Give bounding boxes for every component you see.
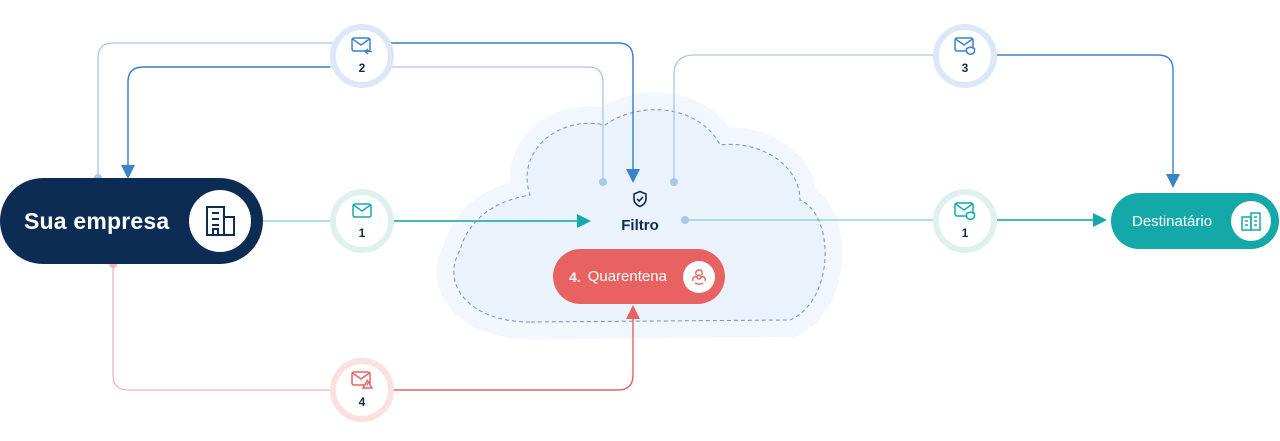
mail-shield-icon bbox=[954, 37, 976, 60]
mail-icon bbox=[351, 202, 373, 225]
flow-dot bbox=[670, 178, 678, 186]
flow-line-3-end bbox=[997, 54, 1180, 188]
flow-line-4-end bbox=[392, 305, 640, 391]
company-node: Sua empresa bbox=[0, 178, 263, 264]
filter-cloud bbox=[436, 92, 842, 340]
biohazard-icon bbox=[683, 260, 715, 293]
mail-warning-icon bbox=[351, 371, 374, 394]
step-badge-4: 4 bbox=[330, 358, 394, 422]
flow-dot bbox=[681, 216, 689, 224]
mail-shield-icon bbox=[954, 202, 976, 225]
company-label: Sua empresa bbox=[24, 207, 170, 234]
step-number: 3 bbox=[961, 61, 969, 75]
flow-line-4-start bbox=[112, 264, 330, 391]
recipient-label: Destinatário bbox=[1132, 212, 1213, 230]
buildings-icon bbox=[1231, 201, 1271, 241]
step-badge-3: 3 bbox=[933, 24, 997, 88]
step-badge-1-outbound: 1 bbox=[330, 189, 394, 253]
step-number: 1 bbox=[358, 226, 366, 240]
quarantine-step-number: 4. bbox=[569, 268, 581, 285]
step-number: 4 bbox=[358, 395, 366, 409]
recipient-node: Destinatário bbox=[1111, 193, 1279, 249]
step-badge-2: 2 bbox=[330, 24, 394, 88]
filter-label: Filtro bbox=[621, 217, 659, 234]
step-number: 1 bbox=[961, 226, 969, 240]
flow-line-3-start bbox=[673, 54, 935, 182]
step-badge-1-delivery: 1 bbox=[933, 189, 997, 253]
step-number: 2 bbox=[358, 61, 366, 75]
building-icon bbox=[189, 190, 251, 252]
quarantine-label: Quarentena bbox=[587, 268, 667, 285]
shield-check-icon bbox=[631, 190, 649, 213]
mail-reply-icon bbox=[351, 37, 373, 60]
flow-line-2-highlight-b bbox=[121, 66, 330, 179]
flow-dot bbox=[599, 178, 607, 186]
filter-node: Filtro bbox=[600, 190, 680, 238]
flow-line-2-highlight-a bbox=[390, 42, 640, 183]
quarantine-node: 4. Quarentena bbox=[553, 249, 725, 304]
